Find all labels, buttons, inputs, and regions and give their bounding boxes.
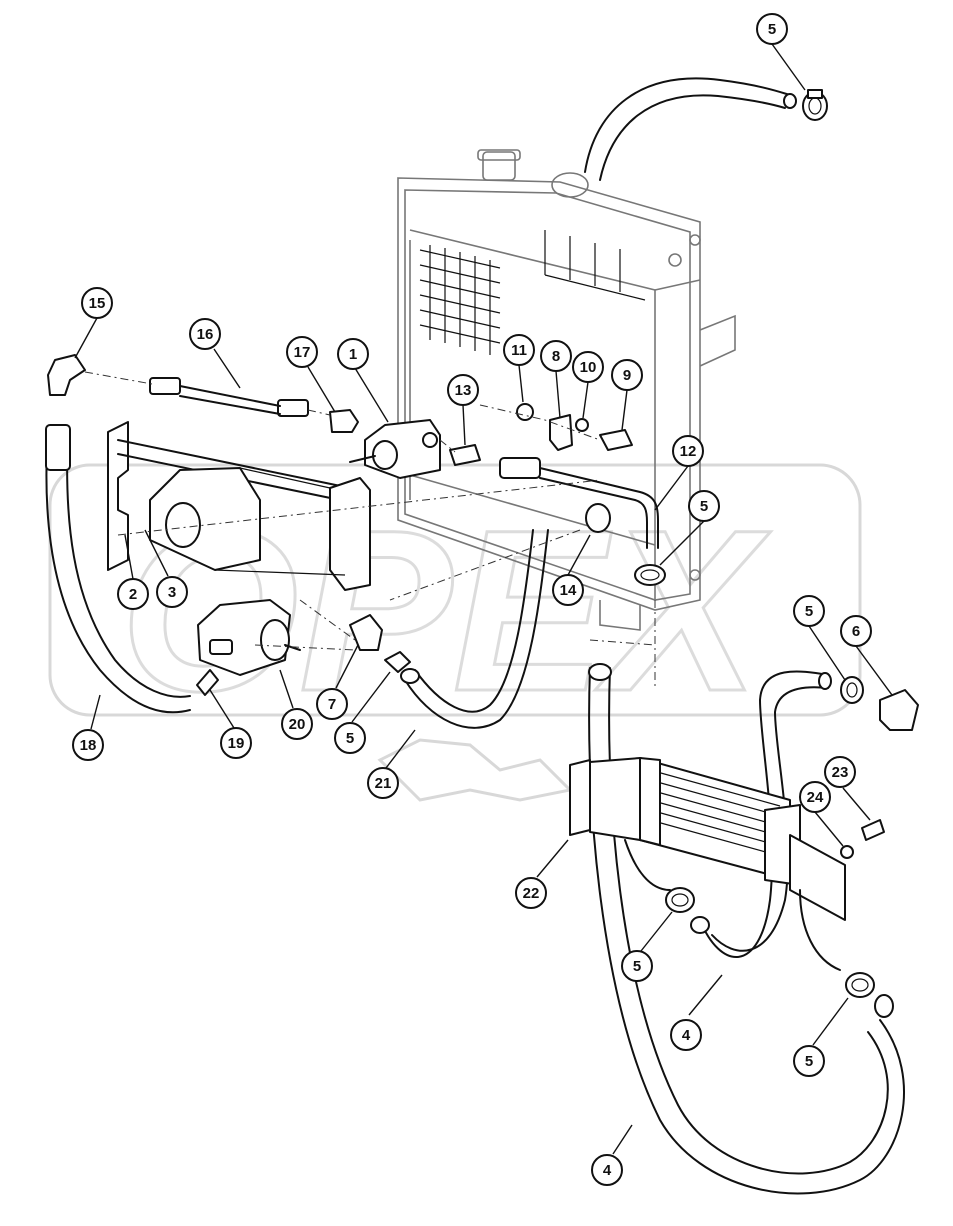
- callout-15: 15: [81, 287, 113, 319]
- callout-label: 7: [328, 696, 336, 713]
- oil-cooler: [569, 757, 875, 998]
- clamp-cooler-left: [665, 887, 695, 913]
- callout-label: 17: [294, 344, 311, 361]
- callout-label: 5: [700, 498, 708, 515]
- callout-7: 7: [316, 688, 348, 720]
- callout-5f: 5: [793, 1045, 825, 1077]
- callout-label: 11: [511, 342, 527, 359]
- callout-label: 4: [682, 1027, 691, 1044]
- callout-3: 3: [156, 576, 188, 608]
- callout-label: 1: [349, 346, 357, 363]
- fittings: [47, 354, 919, 859]
- callout-5e: 5: [621, 950, 653, 982]
- callout-20: 20: [281, 708, 313, 740]
- callout-5d: 5: [334, 722, 366, 754]
- callout-label: 21: [375, 775, 392, 792]
- callout-5a: 5: [756, 13, 788, 45]
- callout-label: 5: [346, 730, 354, 747]
- callout-label: 24: [807, 789, 824, 806]
- callout-label: 10: [580, 359, 597, 376]
- callout-6: 6: [840, 615, 872, 647]
- callout-4a: 4: [670, 1019, 702, 1051]
- hydraulic-hose-18: [45, 424, 191, 714]
- hose-clamp-top: [802, 89, 828, 121]
- callout-21: 21: [367, 767, 399, 799]
- radiator: [397, 149, 736, 631]
- callout-13: 13: [447, 374, 479, 406]
- callout-label: 20: [289, 716, 306, 733]
- callout-4b: 4: [591, 1154, 623, 1186]
- clamp-cooler-right: [845, 972, 875, 998]
- rigid-tubes: [179, 385, 659, 549]
- callout-14: 14: [552, 574, 584, 606]
- callout-label: 8: [552, 348, 560, 365]
- callout-17: 17: [286, 336, 318, 368]
- callout-5c: 5: [793, 595, 825, 627]
- callout-label: 19: [228, 735, 245, 752]
- callout-5b: 5: [688, 490, 720, 522]
- callout-label: 5: [805, 603, 813, 620]
- callout-label: 16: [197, 326, 214, 343]
- callout-2: 2: [117, 578, 149, 610]
- callout-9: 9: [611, 359, 643, 391]
- callout-19: 19: [220, 727, 252, 759]
- callout-label: 2: [129, 586, 137, 603]
- hose-4-long: [588, 663, 905, 1195]
- callout-label: 5: [805, 1053, 813, 1070]
- hydraulic-pump: [349, 419, 441, 479]
- callout-label: 23: [832, 764, 849, 781]
- callout-1: 1: [337, 338, 369, 370]
- callout-18: 18: [72, 729, 104, 761]
- callout-label: 5: [768, 21, 776, 38]
- hose-21: [400, 529, 549, 729]
- clamp-right: [840, 676, 864, 704]
- callout-label: 14: [560, 582, 577, 599]
- callout-10: 10: [572, 351, 604, 383]
- callout-label: 5: [633, 958, 641, 975]
- callout-label: 15: [89, 295, 106, 312]
- upper-hose: [584, 77, 828, 181]
- callout-8: 8: [540, 340, 572, 372]
- callout-label: 9: [623, 367, 631, 384]
- leader-lines: [74, 43, 893, 1155]
- callout-24: 24: [799, 781, 831, 813]
- tandem-pump: [197, 599, 301, 676]
- callout-label: 3: [168, 584, 176, 601]
- callout-label: 4: [603, 1162, 612, 1179]
- clamp-mid-right: [634, 564, 666, 586]
- callout-11: 11: [503, 334, 535, 366]
- callout-12: 12: [672, 435, 704, 467]
- callout-label: 13: [455, 382, 472, 399]
- pump-bracket: [107, 421, 371, 591]
- callout-16: 16: [189, 318, 221, 350]
- callout-label: 22: [523, 885, 540, 902]
- callout-22: 22: [515, 877, 547, 909]
- callout-23: 23: [824, 756, 856, 788]
- callout-label: 12: [680, 443, 697, 460]
- callout-label: 6: [852, 623, 860, 640]
- callout-label: 18: [80, 737, 97, 754]
- alignment-lines: [84, 371, 656, 690]
